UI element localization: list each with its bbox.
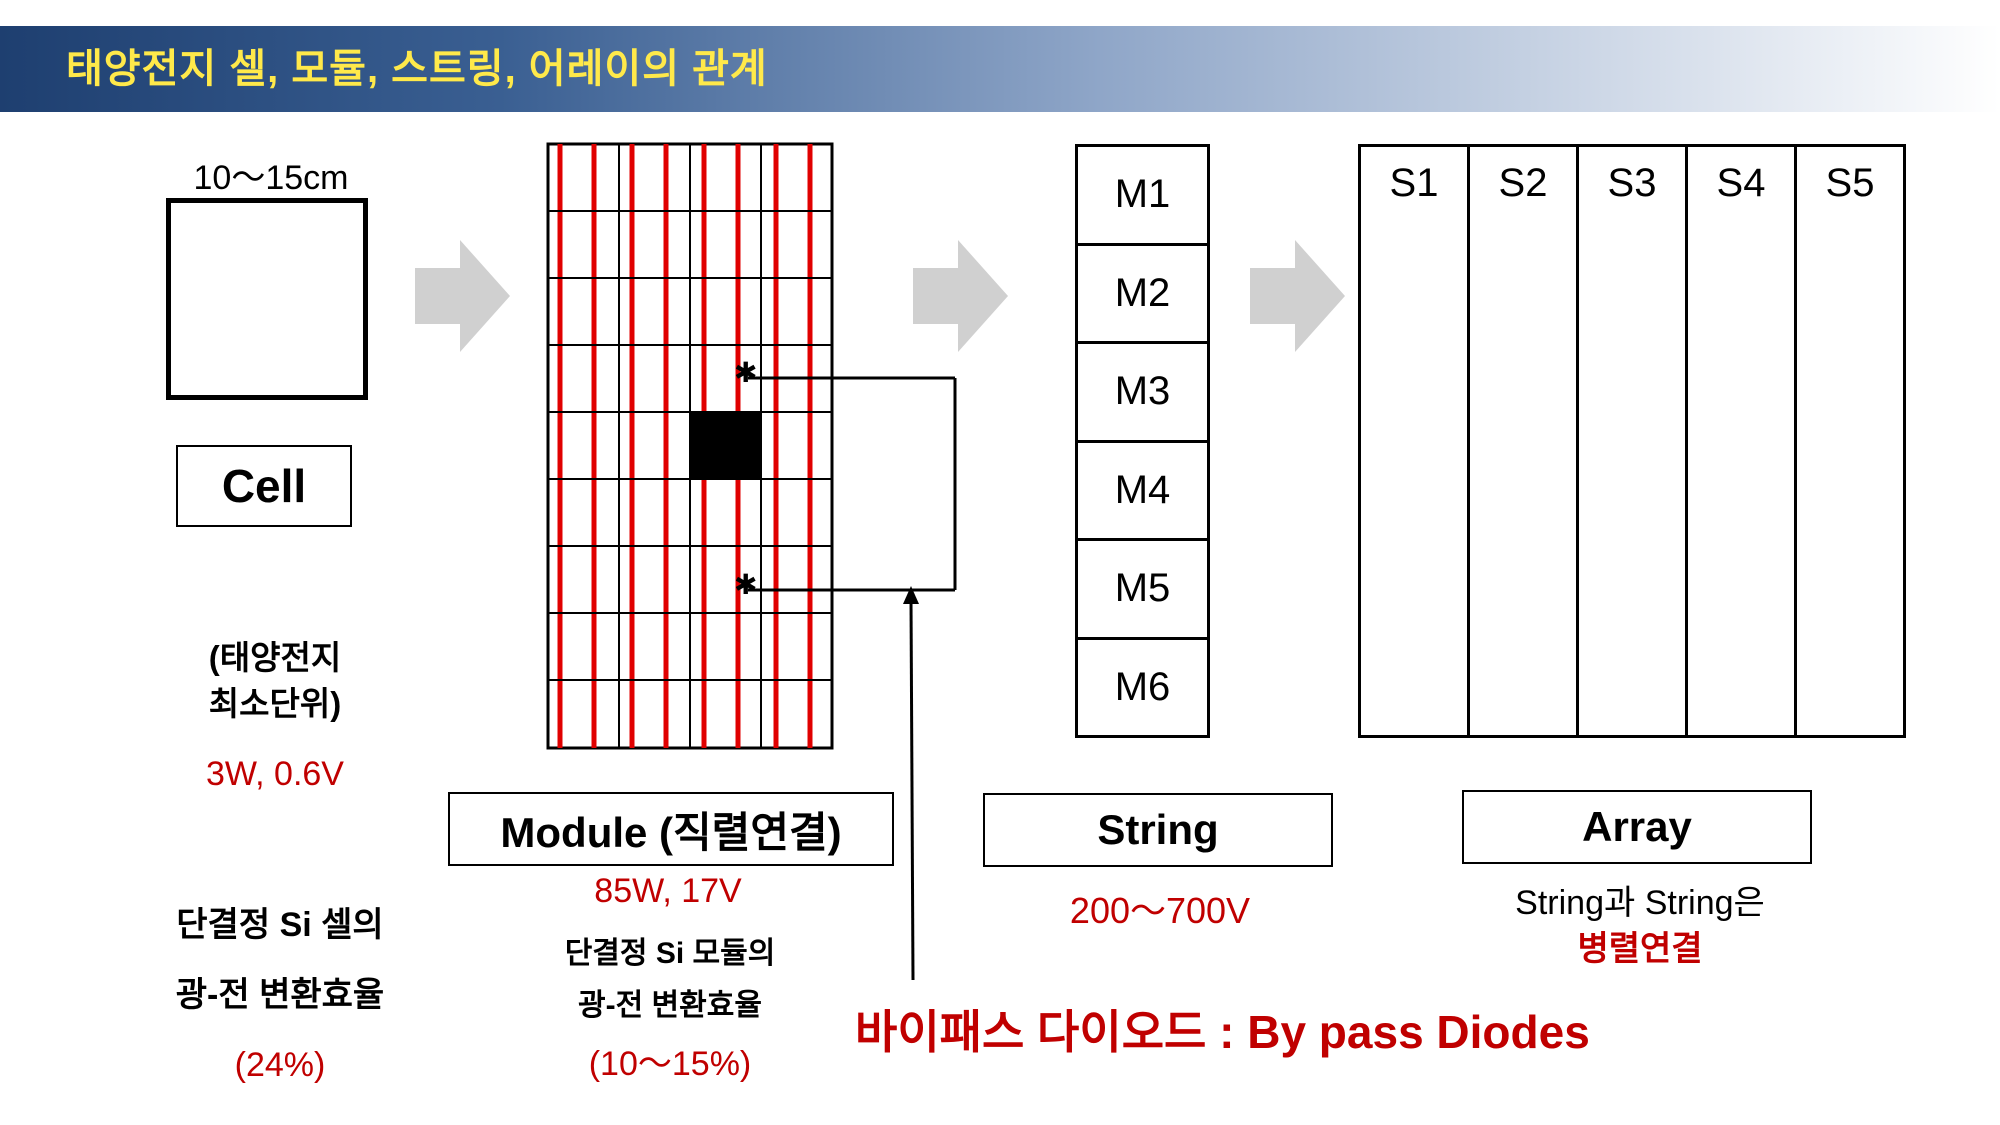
string-voltage: 200～700V [1069, 890, 1251, 931]
array-label-box: Array [1462, 790, 1812, 864]
array-string-s5: S5 [1825, 161, 1875, 205]
cell-efficiency: 단결정 Si 셀의 광-전 변환효율 (24%) [120, 890, 440, 1100]
string-label: String [1097, 806, 1219, 853]
cell-label: Cell [221, 460, 307, 512]
cell-square [166, 198, 368, 400]
page-title: 태양전지 셀, 모듈, 스트링, 어레이의 관계 [66, 47, 768, 91]
array-label: Array [1582, 803, 1692, 850]
bypass-pointer-arrow [903, 586, 919, 981]
arrow-cell-to-module [415, 240, 510, 352]
array-note: String과 String은 병렬연결 [1440, 880, 1840, 972]
module-eff-value: (10～15%) [588, 1045, 752, 1083]
diode-marker-bottom: ✱ [734, 569, 758, 600]
array-string-s4: S4 [1688, 147, 1797, 735]
bypass-diode-wiring [748, 376, 957, 592]
module-label-box: Module (직렬연결) [448, 792, 894, 866]
shaded-cell [690, 412, 762, 479]
cell-eff-line1: 단결정 Si 셀의 [176, 906, 384, 944]
module-eff-line1: 단결정 Si 모듈의 [564, 937, 776, 970]
string-module-m5: M5 [1078, 541, 1207, 640]
array-grid: S1 S2 S3 S4 S5 [1358, 144, 1906, 738]
arrow-string-to-array [1250, 240, 1345, 352]
string-module-m1: M1 [1078, 147, 1207, 246]
cell-spec: 3W, 0.6V [206, 755, 344, 793]
cell-description: (태양전지 최소단위) [160, 635, 390, 727]
module-efficiency: 단결정 Si 모듈의 광-전 변환효율 [520, 928, 820, 1032]
string-module-m2: M2 [1078, 246, 1207, 344]
array-note-line1: String과 String은 [1515, 884, 1765, 922]
array-string-s2: S2 [1470, 147, 1579, 735]
module-panel [546, 142, 834, 750]
cell-eff-value: (24%) [234, 1046, 326, 1084]
string-module-m3: M3 [1078, 344, 1207, 443]
string-label-box: String [983, 793, 1333, 867]
cell-eff-line2: 광-전 변환효율 [175, 976, 385, 1014]
diode-marker-top: ✱ [734, 357, 758, 388]
array-note-line2: 병렬연결 [1577, 930, 1703, 968]
cell-desc-line2: 최소단위) [208, 685, 342, 722]
array-string-s1: S1 [1361, 147, 1470, 735]
string-stack: M1 M2 M3 M4 M5 M6 [1075, 144, 1210, 738]
bypass-diode-caption: 바이패스 다이오드 : By pass Diodes [855, 1006, 1590, 1058]
module-spec: 85W, 17V [594, 872, 742, 910]
array-string-s3: S3 [1579, 147, 1688, 735]
arrow-module-to-string [913, 240, 1008, 352]
string-module-m4: M4 [1078, 443, 1207, 541]
module-label: Module (직렬연결) [500, 808, 842, 856]
module-eff-line2: 광-전 변환효율 [578, 989, 762, 1022]
cell-label-box: Cell [176, 445, 352, 527]
title-banner [0, 26, 2000, 112]
string-module-m6: M6 [1114, 664, 1171, 709]
cell-desc-line1: (태양전지 [208, 639, 342, 676]
cell-dimension: 10～15cm [193, 159, 349, 197]
